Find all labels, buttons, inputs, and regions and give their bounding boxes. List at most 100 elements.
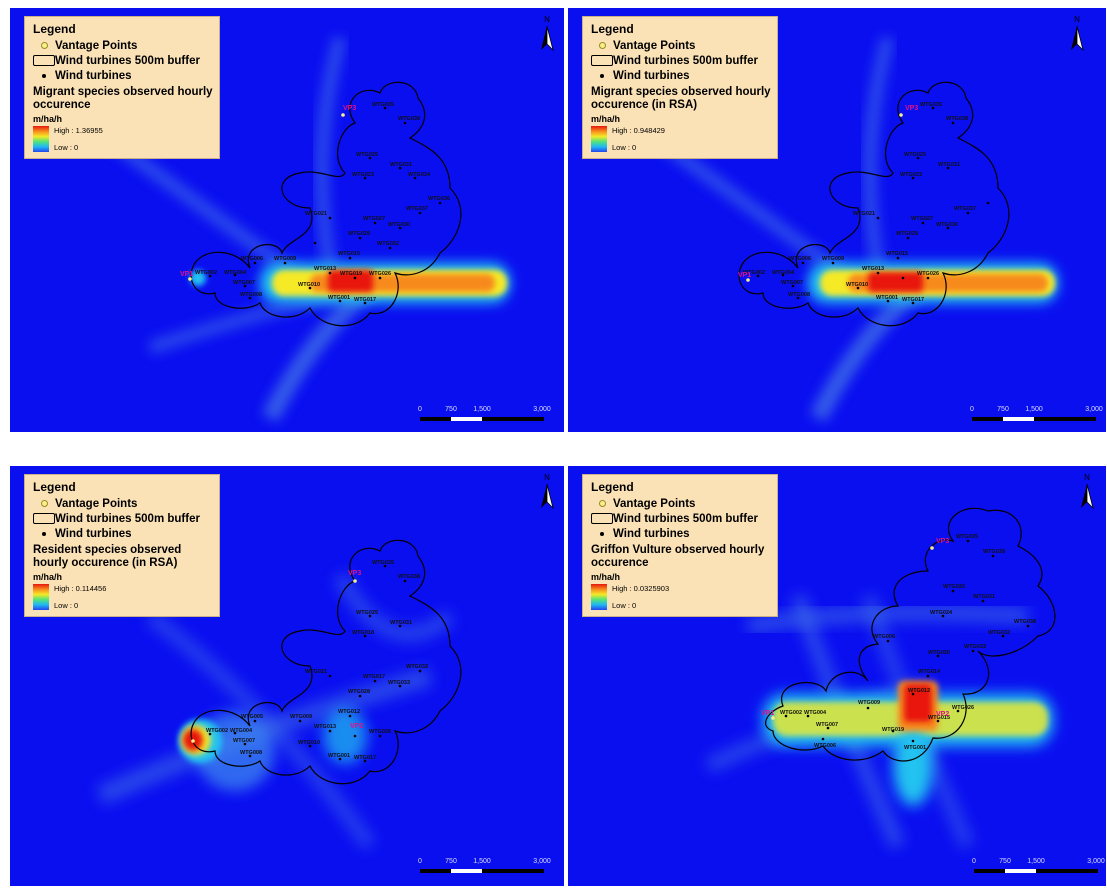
- vantage-point-marker: [353, 579, 357, 583]
- svg-text:WTG023: WTG023: [900, 172, 922, 178]
- legend-buffer: Wind turbines 500m buffer: [55, 512, 200, 525]
- svg-text:WTG018: WTG018: [352, 630, 374, 636]
- legend-box: Legend Vantage Points Wind turbines 500m…: [582, 16, 778, 159]
- legend-layer-title: Griffon Vulture observed hourly occurenc…: [591, 544, 765, 569]
- color-ramp: [591, 584, 607, 610]
- svg-text:WTG005: WTG005: [241, 714, 263, 720]
- svg-text:WTG036: WTG036: [428, 196, 450, 202]
- legend-turbines: Wind turbines: [613, 527, 690, 540]
- svg-text:WTG025: WTG025: [356, 610, 378, 616]
- svg-text:WTG026: WTG026: [369, 729, 391, 735]
- svg-text:WTG019: WTG019: [882, 727, 904, 733]
- svg-text:WTG015: WTG015: [928, 715, 950, 721]
- svg-text:WTG007: WTG007: [816, 722, 838, 728]
- svg-text:WTG029: WTG029: [348, 231, 370, 237]
- vp-label: VP3: [343, 105, 356, 112]
- legend-buffer: Wind turbines 500m buffer: [613, 512, 758, 525]
- svg-text:WTG009: WTG009: [274, 256, 296, 262]
- svg-text:WTG010: WTG010: [298, 282, 320, 288]
- legend-vantage-points: Vantage Points: [55, 39, 138, 52]
- svg-text:WTG002: WTG002: [743, 270, 765, 276]
- buffer-icon: [33, 513, 55, 524]
- vp-label: VP1: [180, 271, 193, 278]
- svg-text:WTG022: WTG022: [377, 241, 399, 247]
- svg-text:WTG007: WTG007: [781, 280, 803, 286]
- svg-text:WTG020: WTG020: [928, 650, 950, 656]
- vp-label: VP3: [936, 538, 949, 545]
- svg-text:WTG004: WTG004: [230, 728, 253, 734]
- legend-unit: m/ha/h: [591, 114, 621, 124]
- svg-text:WTG008: WTG008: [240, 750, 262, 756]
- svg-text:WTG038: WTG038: [398, 574, 420, 580]
- buffer-outline: [765, 507, 1056, 762]
- vantage-point-marker: [191, 739, 195, 743]
- svg-text:WTG026: WTG026: [952, 705, 974, 711]
- svg-text:WTG033: WTG033: [964, 644, 986, 650]
- svg-text:WTG006: WTG006: [873, 634, 895, 640]
- svg-text:WTG004: WTG004: [224, 270, 247, 276]
- svg-text:WTG013: WTG013: [314, 266, 336, 272]
- legend-title: Legend: [33, 480, 76, 494]
- svg-text:WTG033: WTG033: [388, 680, 410, 686]
- scale-bar: 0 750 1,500 3,000: [972, 858, 1105, 880]
- svg-text:WTG017: WTG017: [354, 755, 376, 761]
- ramp-low-label: Low : 0: [54, 143, 79, 152]
- svg-text:WTG038: WTG038: [398, 116, 420, 122]
- buffer-icon: [33, 55, 55, 66]
- svg-text:WTG025: WTG025: [904, 152, 926, 158]
- svg-text:N: N: [1074, 15, 1080, 24]
- turbine-dot-icon: [600, 73, 604, 78]
- ramp-high-label: High : 0.0325903: [612, 584, 670, 593]
- scale-bar: 0 750 1,500 3,000: [418, 858, 551, 880]
- svg-text:WTG010: WTG010: [298, 740, 320, 746]
- scale-bar: 0 750 1,500 3,000: [418, 406, 551, 428]
- vantage-point-marker: [930, 546, 934, 550]
- legend-turbines: Wind turbines: [55, 527, 132, 540]
- svg-text:WTG035: WTG035: [956, 534, 978, 540]
- vp-label: VP2: [936, 711, 949, 718]
- svg-text:WTG006: WTG006: [241, 256, 263, 262]
- svg-text:WTG021: WTG021: [305, 669, 327, 675]
- svg-text:WTG031: WTG031: [390, 620, 412, 626]
- vp-label: VP1: [761, 710, 774, 717]
- legend-vantage-points: Vantage Points: [613, 39, 696, 52]
- svg-text:WTG025: WTG025: [943, 584, 965, 590]
- buffer-outline: [190, 539, 462, 785]
- svg-text:WTG017: WTG017: [363, 674, 385, 680]
- vantage-point-marker: [771, 716, 775, 720]
- svg-text:WTG014: WTG014: [918, 669, 941, 675]
- legend-vantage-points: Vantage Points: [613, 497, 696, 510]
- svg-text:WTG012: WTG012: [908, 688, 930, 694]
- ramp-low-label: Low : 0: [54, 601, 79, 610]
- svg-text:WTG026: WTG026: [369, 271, 391, 277]
- svg-text:WTG008: WTG008: [240, 292, 262, 298]
- svg-text:WTG004: WTG004: [772, 270, 795, 276]
- legend-box: Legend Vantage Points Wind turbines 500m…: [24, 474, 220, 617]
- turbine-markers: [208, 564, 422, 763]
- svg-text:WTG008: WTG008: [788, 292, 810, 298]
- scale-bar: 0 750 1,500 3,000: [970, 406, 1103, 428]
- svg-text:WTG017: WTG017: [354, 297, 376, 303]
- buffer-outline: [738, 81, 1010, 327]
- svg-text:WTG004: WTG004: [804, 710, 827, 716]
- svg-text:WTG031: WTG031: [973, 594, 995, 600]
- svg-text:WTG006: WTG006: [814, 743, 836, 749]
- turbine-markers: [784, 539, 1030, 743]
- svg-text:WTG038: WTG038: [946, 116, 968, 122]
- svg-text:WTG015: WTG015: [886, 251, 908, 257]
- heatmap-layer: [75, 36, 510, 423]
- legend-title: Legend: [591, 480, 634, 494]
- ramp-low-label: Low : 0: [612, 143, 637, 152]
- ramp-high-label: High : 0.114456: [54, 584, 107, 593]
- vp-label: VP2: [350, 723, 363, 730]
- legend-layer-title: Migrant species observed hourly occurenc…: [33, 86, 213, 111]
- svg-text:WTG024: WTG024: [930, 610, 953, 616]
- north-arrow-icon: N: [1071, 15, 1084, 52]
- ramp-high-label: High : 0.948429: [612, 126, 665, 135]
- svg-text:WTG025: WTG025: [356, 152, 378, 158]
- svg-text:WTG021: WTG021: [853, 211, 875, 217]
